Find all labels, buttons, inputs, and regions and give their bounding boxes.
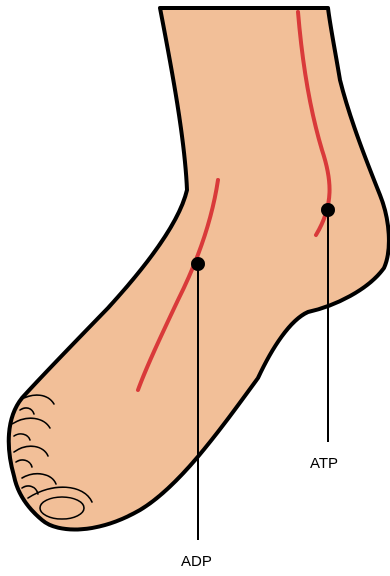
adp-pulse-point [191, 257, 205, 271]
atp-label: ATP [310, 455, 338, 472]
atp-pulse-point [321, 203, 335, 217]
adp-label: ADP [181, 553, 212, 570]
